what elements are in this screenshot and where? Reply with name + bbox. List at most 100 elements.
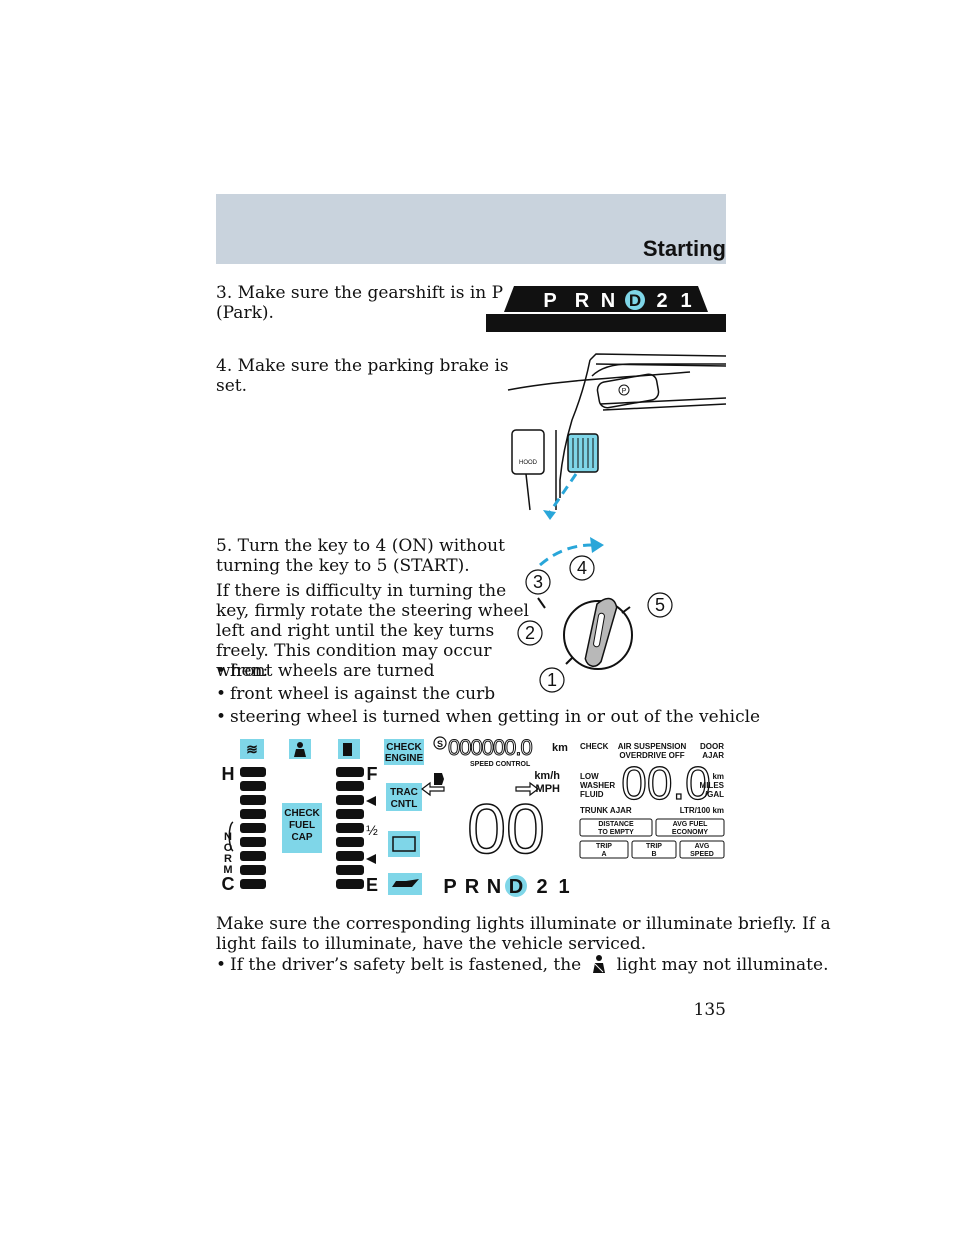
ignition-position-4: 4 [577, 558, 587, 578]
odometer-digits: 000000.0 [448, 735, 533, 760]
dash-p-label: P [622, 388, 627, 395]
svg-text:N: N [487, 876, 501, 898]
gear-d: D [629, 291, 641, 310]
lights-check-text: Make sure the corresponding lights illum… [216, 914, 831, 954]
temp-norm-r: R [224, 853, 232, 865]
left-turn-icon [421, 781, 445, 797]
trip-b-button [631, 840, 677, 859]
fuel-gauge-bars [336, 767, 364, 889]
svg-text:CNTL: CNTL [391, 799, 418, 810]
svg-text:1: 1 [558, 876, 569, 898]
release-arrow [543, 510, 556, 520]
temp-hot-label: H [222, 764, 235, 784]
speed-control-label: SPEED CONTROL [470, 761, 531, 768]
instrument-cluster: ≋ H N O R M C CHECK FUEL CAP F ½ E [222, 735, 725, 898]
svg-text:ECONOMY: ECONOMY [672, 829, 709, 836]
msg-door: DOOR [700, 742, 724, 751]
svg-text:SPEED: SPEED [690, 851, 714, 858]
msg-air-suspension: AIR SUSPENSION [618, 742, 687, 751]
fuel-full-label: F [367, 764, 378, 784]
speed-unit-mph: MPH [536, 783, 561, 795]
svg-text:CAP: CAP [291, 832, 312, 843]
parking-brake-illustration: P HOOD [507, 353, 726, 520]
svg-text:AVG FUEL: AVG FUEL [673, 821, 709, 828]
msg-washer: WASHER [580, 781, 615, 790]
list-item: •front wheels are turned [216, 661, 435, 681]
svg-text:D: D [509, 876, 523, 898]
msg-check: CHECK [580, 742, 609, 751]
ignition-position-2: 2 [525, 623, 535, 643]
svg-text:TO EMPTY: TO EMPTY [598, 829, 634, 836]
rotation-arrow [590, 537, 604, 553]
headlamp-icon [434, 773, 444, 785]
list-item: •If the driver’s safety belt is fastened… [216, 955, 829, 975]
avg-fuel-economy-button [655, 818, 725, 837]
svg-text:TRIP: TRIP [646, 843, 662, 850]
svg-text:ENGINE: ENGINE [385, 753, 424, 764]
svg-text:A: A [601, 851, 606, 858]
trac-cntl-light [386, 783, 422, 811]
check-fuel-cap-light [282, 803, 322, 853]
fuel-half-label: ½ [366, 822, 378, 838]
list-item: •front wheel is against the curb [216, 684, 496, 704]
step-4-text: 4. Make sure the parking brake is set. [216, 356, 509, 396]
hood-label: HOOD [519, 460, 538, 466]
svg-text:2: 2 [536, 876, 547, 898]
message-center-digits: 00.0 [621, 757, 711, 809]
gearshift-indicator: P R N D 2 1 [486, 286, 726, 332]
header-band [216, 194, 726, 264]
odometer-unit: km [552, 742, 568, 754]
svg-text:FUEL: FUEL [289, 820, 315, 831]
temp-norm-o: O [224, 842, 233, 854]
ignition-position-1: 1 [547, 670, 557, 690]
distance-to-empty-button [579, 818, 653, 837]
msg-trunk-ajar: TRUNK AJAR [580, 806, 632, 815]
seatbelt-icon [592, 955, 605, 973]
odometer-prefix: S [437, 739, 443, 749]
ignition-position-5: 5 [655, 595, 665, 615]
temp-cold-label: C [222, 874, 235, 894]
msg-ltr-100km: LTR/100 km [680, 806, 724, 815]
speedometer-digits: 00 [467, 790, 545, 868]
list-item: •steering wheel is turned when getting i… [216, 707, 761, 727]
speed-unit-kmh: km/h [534, 770, 560, 782]
msg-fluid: FLUID [580, 790, 604, 799]
svg-text:CHECK: CHECK [284, 808, 320, 819]
svg-text:CHECK: CHECK [386, 742, 422, 753]
fuel-empty-label: E [366, 875, 378, 895]
temp-gauge-bars [240, 767, 266, 889]
cluster-prnd: P R N D 2 1 [443, 875, 570, 898]
page-number: 135 [693, 1000, 726, 1020]
svg-text:R: R [465, 876, 480, 898]
ignition-position-3: 3 [533, 572, 543, 592]
gear-p: P [543, 290, 556, 312]
right-turn-icon [515, 781, 539, 797]
svg-text:TRAC: TRAC [390, 787, 418, 798]
check-engine-light [384, 739, 424, 765]
gear-1: 1 [680, 290, 691, 312]
step-5-text: 5. Turn the key to 4 (ON) without turnin… [216, 536, 505, 576]
msg-miles: MILES [700, 781, 725, 790]
gear-r: R [575, 290, 590, 312]
coolant-temp-icon [240, 739, 264, 759]
difficulty-text: If there is difficulty in turning the ke… [216, 581, 529, 681]
temp-norm-m: M [223, 864, 232, 876]
msg-overdrive-off: OVERDRIVE OFF [619, 751, 684, 760]
trip-a-button [579, 840, 629, 859]
svg-text:AVG: AVG [695, 843, 710, 850]
section-title: Starting [642, 236, 726, 261]
gear-n: N [601, 290, 615, 312]
svg-text:P: P [443, 876, 456, 898]
msg-ajar: AJAR [702, 751, 724, 760]
svg-text:≋: ≋ [246, 741, 258, 757]
msg-low: LOW [580, 772, 599, 781]
svg-text:B: B [651, 851, 656, 858]
svg-text:DISTANCE: DISTANCE [598, 821, 634, 828]
svg-text:TRIP: TRIP [596, 843, 612, 850]
gear-2: 2 [656, 290, 667, 312]
ignition-switch-illustration: 3 4 5 2 1 [517, 537, 673, 693]
msg-km: km [712, 772, 724, 781]
msg-per-gal: /GAL [705, 790, 724, 799]
step-3-text: 3. Make sure the gearshift is in P (Park… [216, 283, 504, 323]
avg-speed-button [679, 840, 725, 859]
